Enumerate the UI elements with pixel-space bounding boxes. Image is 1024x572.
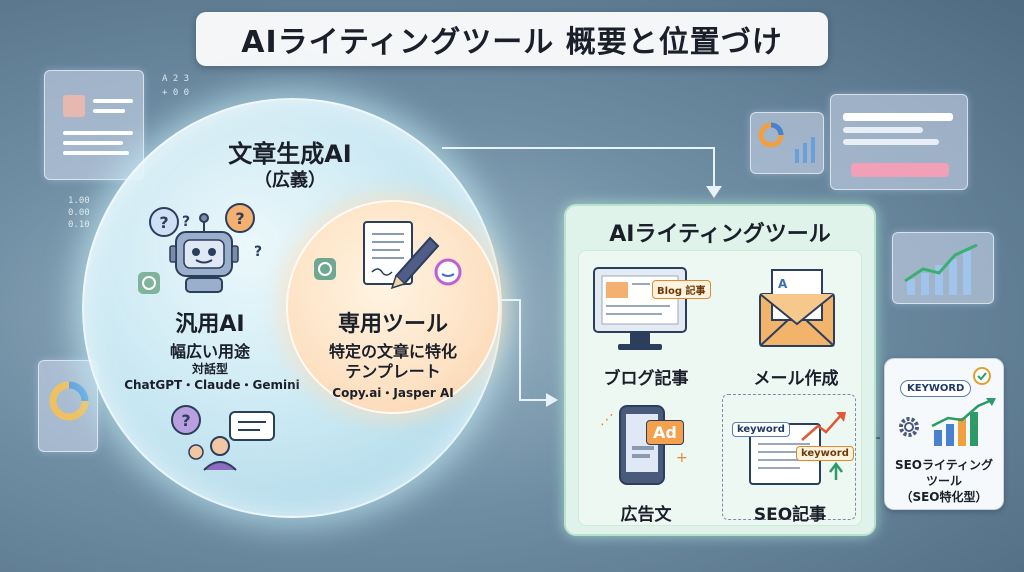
openai-logo-icon-2: [314, 258, 336, 280]
dedicated-tool-line1: 特定の文章に特化: [328, 342, 457, 361]
seo-article-label: SEO記事: [753, 505, 827, 525]
dedicated-tool-line3: Copy.ai・Jasper AI: [332, 386, 454, 400]
ai-writing-tools-title: AIライティングツール: [609, 222, 831, 247]
phone-ad-icon: ⋰ +: [600, 405, 688, 485]
deco-code-text-2: + 0 0: [162, 88, 190, 98]
page-title: AIライティングツール 概要と位置づけ: [196, 12, 828, 66]
generative-ai-subtitle: （広義）: [254, 170, 326, 191]
seo-keyword-badge-1: keyword: [732, 422, 790, 437]
svg-text:?: ?: [254, 244, 262, 260]
general-ai-line3: ChatGPT・Claude・Gemini: [124, 378, 300, 392]
seo-tool-line3: （SEO特化型）: [900, 490, 988, 504]
checkmark-icon: [973, 367, 991, 385]
email-letter-text: A: [778, 277, 788, 291]
monitor-blog-icon: [593, 267, 687, 350]
dedicated-tool-line2: テンプレート: [345, 362, 441, 381]
donut-chart-icon: [49, 381, 89, 421]
chat-users-icon: ?: [171, 405, 275, 471]
robot-icon: ? ? ? ?: [149, 203, 262, 293]
avatar-icon: [63, 95, 85, 117]
deco-num-3: 0.10: [68, 220, 90, 230]
seo-growth-chart-icon: [931, 398, 996, 446]
growth-chart-icon: [904, 243, 978, 295]
svg-text:?: ?: [182, 214, 190, 230]
ad-badge: Ad: [646, 420, 684, 445]
seo-tool-line1: SEOライティング: [894, 458, 994, 472]
general-ai-title: 汎用AI: [175, 312, 245, 337]
donut-chart-icon: [758, 122, 815, 163]
ad-label: 広告文: [620, 505, 672, 525]
seo-dashed-frame: [722, 394, 856, 520]
seo-tool-line2: ツール: [925, 474, 962, 488]
seo-tool-keyword-badge: KEYWORD: [900, 380, 972, 397]
email-label: メール作成: [753, 369, 839, 389]
deco-num-2: 0.00: [68, 208, 90, 218]
general-ai-line2: 対話型: [191, 362, 228, 376]
generative-ai-title: 文章生成AI: [228, 140, 352, 168]
openai-logo-icon: [138, 272, 160, 294]
gear-icon: [899, 417, 919, 437]
deco-window-top-left: [44, 70, 144, 180]
blog-label: ブログ記事: [603, 369, 689, 389]
blog-badge: Blog 記事: [652, 280, 711, 299]
copyai-logo-icon: [434, 258, 462, 286]
svg-text:?: ?: [159, 213, 168, 232]
document-pen-icon: [363, 221, 440, 290]
svg-text:?: ?: [235, 209, 244, 228]
envelope-icon: A: [759, 269, 835, 347]
svg-text:+: +: [676, 450, 688, 466]
deco-window-top-right-small: [750, 112, 824, 174]
deco-button: [851, 163, 949, 177]
deco-num-1: 1.00: [68, 196, 90, 206]
dedicated-tool-title: 専用ツール: [337, 312, 448, 337]
svg-text:?: ?: [181, 411, 190, 430]
deco-window-top-right: [830, 94, 968, 190]
deco-window-growth-chart: [892, 232, 994, 304]
deco-code-text: A 2 3: [162, 74, 190, 84]
deco-window-bottom-left: [38, 360, 98, 452]
svg-text:⋰: ⋰: [600, 412, 614, 428]
general-ai-line1: 幅広い用途: [169, 342, 250, 361]
seo-keyword-badge-2: keyword: [796, 446, 854, 461]
